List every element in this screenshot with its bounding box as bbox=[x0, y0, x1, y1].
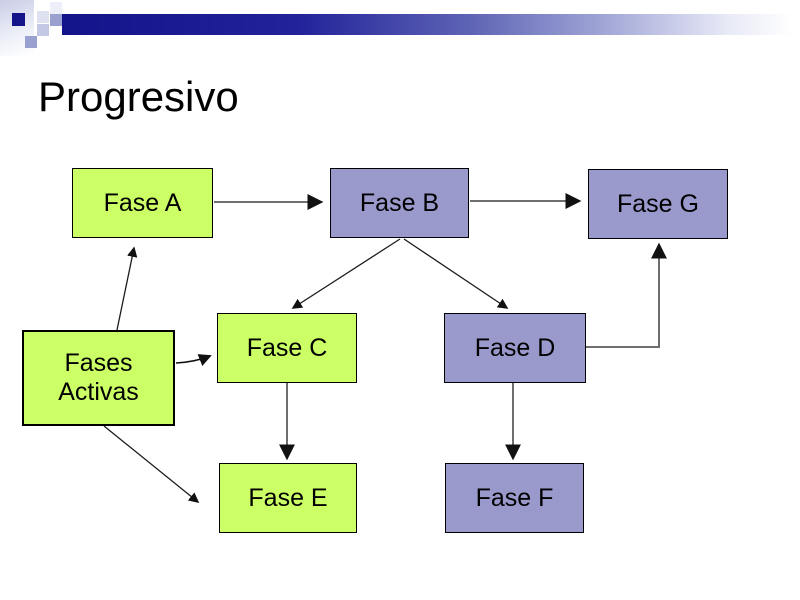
node-label: Fase F bbox=[475, 483, 554, 512]
arrow-fases-activas-to-fase-c bbox=[175, 354, 212, 366]
slide-title: Progresivo bbox=[38, 73, 239, 120]
node-fase-f: Fase F bbox=[445, 463, 584, 533]
arrow-fases-activas-to-fase-e bbox=[103, 425, 200, 503]
arrow-fase-b-to-fase-d bbox=[403, 238, 509, 309]
node-label: Fase E bbox=[248, 483, 328, 512]
deco-square-icon bbox=[37, 11, 49, 23]
node-fase-d: Fase D bbox=[444, 313, 586, 383]
arrow-fase-b-to-fase-c bbox=[291, 238, 401, 309]
node-fase-e: Fase E bbox=[219, 463, 357, 533]
node-label: Fase A bbox=[103, 188, 182, 217]
node-label: Fase G bbox=[617, 189, 699, 218]
node-fase-c: Fase C bbox=[217, 313, 357, 383]
deco-square-icon bbox=[12, 13, 25, 26]
node-fase-g: Fase G bbox=[588, 169, 728, 239]
header-bar bbox=[62, 14, 800, 35]
deco-square-icon bbox=[50, 2, 62, 14]
node-fases-activas: Fases Activas bbox=[22, 330, 175, 426]
deco-square-icon bbox=[37, 24, 49, 36]
arrow-fases-activas-to-fase-a bbox=[116, 246, 138, 331]
node-label: Fase B bbox=[359, 188, 440, 217]
node-fase-b: Fase B bbox=[330, 168, 469, 238]
node-label: Fases Activas bbox=[58, 349, 139, 406]
node-label: Fase D bbox=[474, 333, 556, 362]
arrow-fase-d-to-fase-g-elbow bbox=[586, 242, 667, 348]
deco-square-icon bbox=[25, 36, 37, 48]
deco-square-icon bbox=[50, 14, 62, 26]
node-label: Fase C bbox=[246, 333, 328, 362]
node-fase-a: Fase A bbox=[72, 168, 213, 238]
